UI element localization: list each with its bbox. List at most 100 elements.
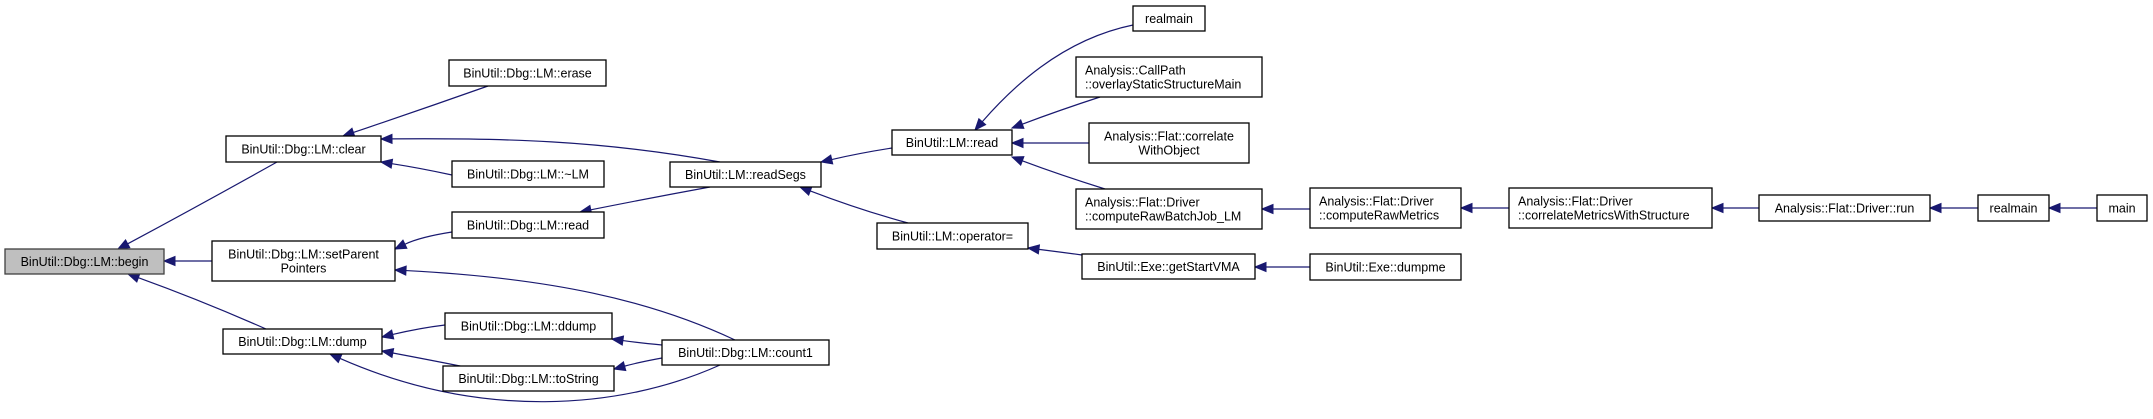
node-dtor[interactable]: BinUtil::Dbg::LM::~LM [451,160,605,188]
edge-erase-to-clear [341,85,489,138]
node-callPath[interactable]: Analysis::CallPath::overlayStaticStructu… [1075,56,1263,98]
arrowhead-icon [1253,261,1267,273]
node-box [1977,194,2050,222]
edge-line [624,357,663,367]
node-dump[interactable]: BinUtil::Dbg::LM::dump [222,328,383,355]
edge-line [405,269,736,341]
node-label: BinUtil::Exe::getStartVMA [1097,260,1240,274]
node-main[interactable]: main [2096,194,2148,222]
arrowhead-icon [380,329,395,340]
edge-line [981,24,1134,123]
edge-line [1022,96,1101,125]
node-label: BinUtil::Dbg::LM::dump [238,335,367,349]
edge-readSegs-to-dbgRead [578,186,711,215]
node-label: BinUtil::Dbg::LM::erase [463,67,592,81]
edge-count1-to-setParent [393,265,736,341]
node-label: WithObject [1138,144,1200,158]
node-box [1508,187,1713,229]
node-label: ::overlayStaticStructureMain [1085,78,1241,92]
node-label: realmain [1990,202,2038,216]
edge-opAssign-to-readSegs [798,186,909,224]
node-box [661,339,830,366]
node-label: realmain [1145,12,1193,26]
edge-rawBatch-to-lmRead [1010,156,1106,190]
edge-readSegs-to-clear [379,133,721,163]
node-box [2096,194,2148,222]
node-lmRead[interactable]: BinUtil::LM::read [891,129,1013,156]
node-box [4,248,165,275]
nodes-layer: BinUtil::Dbg::LM::beginBinUtil::Dbg::LM:… [4,5,2148,392]
arrowhead-icon [393,265,407,276]
node-ddump[interactable]: BinUtil::Dbg::LM::ddump [444,312,613,340]
edge-run-to-corrMetrics [1710,202,1760,214]
arrowhead-icon [1026,244,1041,255]
node-readSegs[interactable]: BinUtil::LM::readSegs [669,161,822,188]
edge-line [392,324,446,336]
node-label: BinUtil::LM::read [906,136,998,150]
arrowhead-icon [1928,202,1942,214]
arrowhead-icon [1010,156,1025,166]
arrowhead-icon [612,360,627,372]
node-run[interactable]: Analysis::Flat::Driver::run [1758,194,1931,222]
edge-line [391,138,721,163]
arrowhead-icon [116,238,131,250]
edge-realmain-to-run [1928,202,1979,214]
node-label: BinUtil::LM::operator= [892,230,1013,244]
node-label: Analysis::Flat::Driver [1319,195,1434,209]
node-box [451,211,605,239]
node-label: Pointers [281,262,327,276]
node-count1[interactable]: BinUtil::Dbg::LM::count1 [661,339,830,366]
node-opAssign[interactable]: BinUtil::LM::operator= [876,222,1029,250]
node-rawBatch[interactable]: Analysis::Flat::Driver::computeRawBatchJ… [1075,188,1263,230]
edge-dbgRead-to-setParent [393,231,453,250]
node-box [442,365,615,392]
arrowhead-icon [1010,119,1025,129]
node-label: main [2108,202,2135,216]
node-box [1075,56,1263,98]
arrowhead-icon [974,117,987,131]
node-begin[interactable]: BinUtil::Dbg::LM::begin [4,248,165,275]
edge-corrObj-to-lmRead [1010,137,1090,149]
node-rawMetrics[interactable]: Analysis::Flat::Driver::computeRawMetric… [1309,187,1462,229]
node-label: BinUtil::Dbg::LM::setParent [228,248,379,262]
node-getStartVMA[interactable]: BinUtil::Exe::getStartVMA [1081,253,1256,280]
node-box [211,240,396,282]
node-realmainTop[interactable]: realmain [1132,5,1206,32]
node-label: BinUtil::Dbg::LM::begin [21,255,149,269]
node-label: BinUtil::Dbg::LM::~LM [467,168,589,182]
node-dbgRead[interactable]: BinUtil::Dbg::LM::read [451,211,605,239]
node-box [1309,253,1462,281]
arrowhead-icon [380,347,395,359]
node-label: BinUtil::Dbg::LM::count1 [678,346,813,360]
edge-line [590,186,711,211]
node-realmain[interactable]: realmain [1977,194,2050,222]
node-erase[interactable]: BinUtil::Dbg::LM::erase [448,59,607,87]
edge-rawMetrics-to-rawBatch [1260,203,1310,215]
edge-line [622,339,663,346]
edge-corrMetrics-to-rawMetrics [1459,202,1510,214]
node-dumpme[interactable]: BinUtil::Exe::dumpme [1309,253,1462,281]
edge-realmainTop-to-lmRead [974,24,1134,131]
edge-line [404,231,453,245]
edge-line [138,277,267,330]
node-box [1309,187,1462,229]
arrowhead-icon [1010,137,1024,149]
arrowhead-icon [610,335,625,346]
node-label: Analysis::Flat::Driver [1085,196,1200,210]
node-label: ::computeRawBatchJob_LM [1085,210,1241,224]
node-label: Analysis::CallPath [1085,64,1186,78]
node-toString[interactable]: BinUtil::Dbg::LM::toString [442,365,615,392]
arrowhead-icon [1710,202,1724,214]
edge-line [127,161,278,245]
node-box [669,161,822,188]
edge-callPath-to-lmRead [1010,96,1101,129]
edge-line [391,163,453,176]
node-label: Analysis::Flat::correlate [1104,130,1234,144]
node-label: BinUtil::Dbg::LM::toString [458,372,598,386]
node-corrMetrics[interactable]: Analysis::Flat::Driver::correlateMetrics… [1508,187,1713,229]
node-box [451,160,605,188]
node-clear[interactable]: BinUtil::Dbg::LM::clear [225,135,382,163]
